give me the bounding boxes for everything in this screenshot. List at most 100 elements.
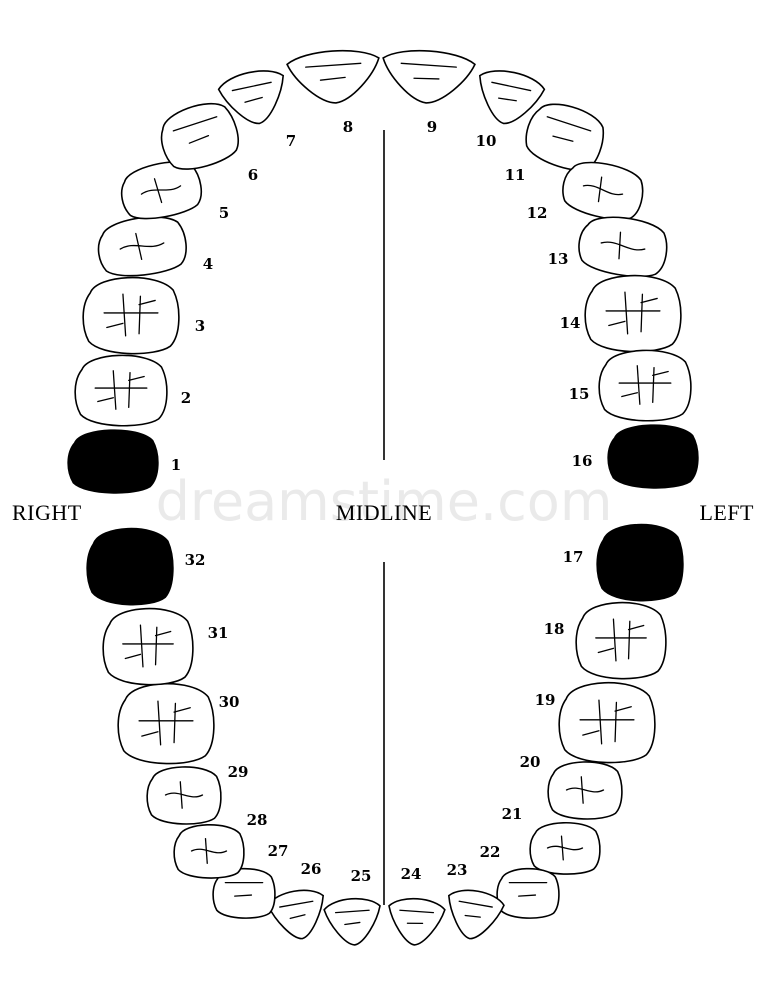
tooth-13-fissure (600, 241, 646, 251)
tooth-number-14: 14 (560, 314, 581, 332)
tooth-5-fissure (153, 178, 163, 204)
tooth-12-fissure (597, 176, 603, 203)
tooth-number-32: 32 (185, 551, 206, 569)
right-label: RIGHT (12, 500, 82, 525)
tooth-20 (547, 761, 623, 820)
tooth-9 (382, 49, 476, 104)
tooth-31-fissure (154, 626, 158, 666)
tooth-13 (578, 216, 668, 278)
tooth-19-fissure (614, 706, 632, 712)
tooth-number-24: 24 (401, 865, 422, 883)
tooth-8-outline (286, 49, 380, 104)
left-label: LEFT (699, 500, 754, 525)
tooth-number-2: 2 (181, 389, 191, 407)
tooth-31-outline (102, 607, 194, 686)
tooth-30-fissure (173, 707, 191, 713)
tooth-21-fissure (546, 845, 584, 851)
tooth-18-fissure (597, 647, 615, 654)
tooth-4-fissure (119, 242, 165, 250)
tooth-30-fissure (157, 700, 162, 746)
tooth-5 (120, 161, 203, 220)
tooth-14-outline (584, 274, 682, 353)
tooth-7-outline (217, 70, 285, 125)
tooth-14-fissure (640, 297, 658, 304)
tooth-13-fissure (618, 231, 622, 260)
tooth-number-7: 7 (286, 132, 296, 150)
tooth-29-fissure (164, 792, 204, 798)
tooth-9-fissure (413, 77, 440, 80)
tooth-4-fissure (135, 232, 143, 261)
tooth-24-outline (388, 897, 446, 946)
midline-label: MIDLINE (336, 500, 432, 525)
tooth-11-fissure (552, 135, 574, 142)
tooth-3-fissure (138, 299, 156, 306)
tooth-number-5: 5 (219, 204, 229, 222)
tooth-6-fissure (172, 116, 218, 132)
tooth-24-fissure (399, 909, 435, 914)
tooth-8-fissure (305, 62, 362, 68)
tooth-17-outline (596, 523, 684, 602)
tooth-2-outline (74, 354, 168, 427)
tooth-number-12: 12 (527, 204, 548, 222)
tooth-21-fissure (560, 835, 564, 861)
tooth-number-6: 6 (248, 166, 258, 184)
tooth-number-26: 26 (301, 860, 322, 878)
tooth-7-fissure (244, 96, 263, 103)
tooth-9-fissure (400, 62, 457, 68)
tooth-20-fissure (565, 787, 605, 793)
tooth-number-10: 10 (476, 132, 497, 150)
watermark: dreamstime.com (156, 470, 613, 533)
tooth-1 (67, 429, 159, 494)
tooth-19-fissure (582, 730, 600, 736)
tooth-number-19: 19 (535, 691, 556, 709)
tooth-number-4: 4 (203, 255, 213, 273)
tooth-17 (596, 523, 684, 602)
tooth-23-outline (447, 889, 505, 940)
tooth-number-16: 16 (572, 452, 593, 470)
tooth-2-fissure (112, 370, 117, 410)
tooth-24-fissure (406, 922, 424, 925)
tooth-3-fissure (138, 295, 142, 335)
tooth-1-outline (67, 429, 159, 494)
tooth-3 (82, 276, 180, 355)
tooth-22-outline (496, 867, 560, 919)
tooth-30-fissure (173, 702, 177, 744)
tooth-27-outline (212, 867, 276, 919)
tooth-4 (97, 216, 187, 277)
tooth-10 (478, 70, 546, 125)
tooth-23-fissure (464, 914, 481, 918)
tooth-number-29: 29 (228, 763, 249, 781)
tooth-26 (267, 889, 325, 940)
tooth-22-fissure (518, 894, 537, 897)
tooth-25 (323, 897, 381, 946)
tooth-10-fissure (491, 81, 532, 92)
tooth-number-23: 23 (447, 861, 468, 879)
tooth-number-27: 27 (268, 842, 289, 860)
tooth-16-outline (607, 424, 699, 489)
tooth-23-fissure (458, 900, 493, 908)
tooth-27-fissure (234, 894, 253, 897)
tooth-8 (286, 49, 380, 104)
tooth-28 (173, 824, 245, 879)
tooth-14-fissure (624, 291, 629, 335)
tooth-24 (388, 897, 446, 946)
tooth-15-fissure (621, 392, 638, 398)
tooth-26-fissure (289, 914, 306, 920)
tooth-27 (212, 867, 276, 919)
tooth-15-fissure (652, 370, 669, 377)
tooth-25-fissure (334, 909, 370, 914)
tooth-2-fissure (97, 397, 114, 403)
tooth-number-22: 22 (480, 843, 501, 861)
tooth-number-13: 13 (548, 250, 569, 268)
tooth-3-fissure (106, 322, 124, 329)
tooth-29 (146, 766, 222, 825)
tooth-25-fissure (344, 921, 361, 926)
tooth-7 (217, 70, 285, 125)
tooth-number-8: 8 (343, 118, 353, 136)
tooth-15-outline (598, 349, 692, 422)
tooth-26-fissure (279, 900, 314, 908)
tooth-9-outline (382, 49, 476, 104)
tooth-number-25: 25 (351, 867, 372, 885)
tooth-16 (607, 424, 699, 489)
